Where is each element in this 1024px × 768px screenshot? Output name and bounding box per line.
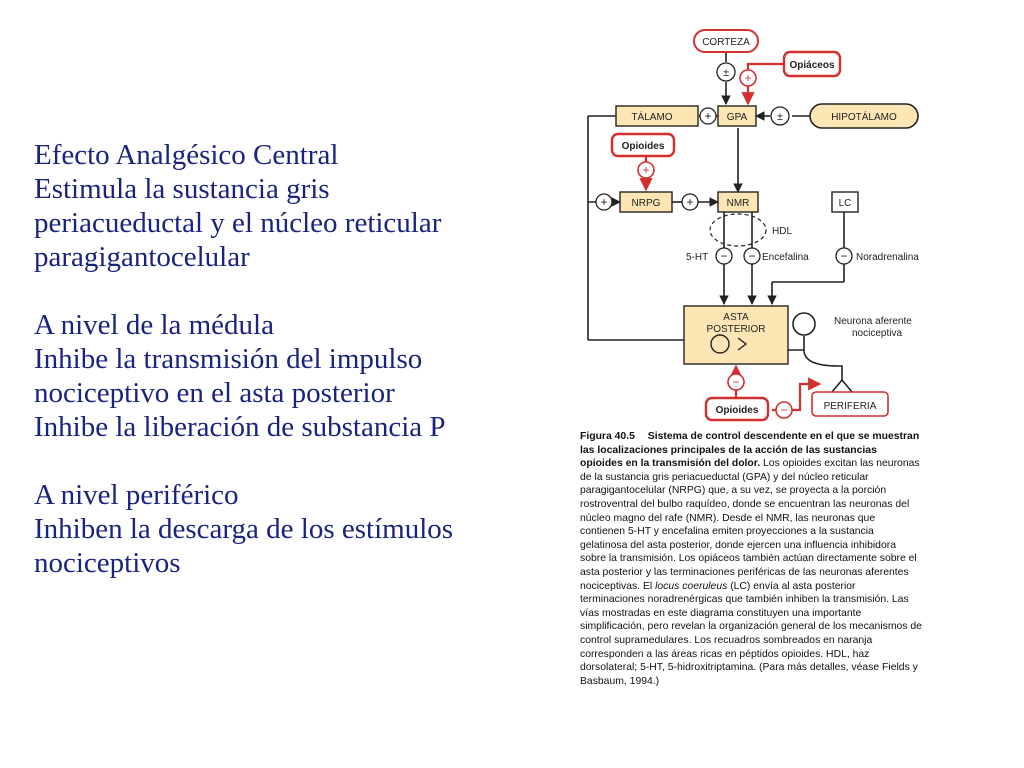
line-afferent-axon bbox=[803, 349, 843, 380]
red-opiaceos-to-gpa bbox=[741, 62, 784, 106]
hdl-ellipse bbox=[709, 213, 767, 247]
node-hipotalamo-label: HIPOTÁLAMO bbox=[831, 110, 897, 123]
node-periferia: PERIFERIA bbox=[811, 391, 889, 417]
sign-opioides-nrpg: + bbox=[637, 161, 655, 179]
sign-gpa-talamo-text: + bbox=[704, 109, 711, 123]
node-lc-label: LC bbox=[839, 198, 852, 209]
caption-text-2: (LC) envía al asta posterior terminacion… bbox=[580, 580, 922, 687]
periferico-line-2: nociceptivos bbox=[34, 547, 181, 579]
node-nmr-label: NMR bbox=[727, 198, 750, 209]
node-nrpg-label: NRPG bbox=[632, 198, 661, 209]
sign-opioides-periferia-text: − bbox=[780, 403, 787, 417]
node-corteza-label: CORTEZA bbox=[702, 37, 750, 48]
figure-caption: Figura 40.5 Sistema de control descenden… bbox=[580, 430, 922, 688]
afferent-label-1: Neurona aferente bbox=[834, 316, 912, 327]
sign-opiaceos-text: + bbox=[744, 71, 751, 85]
sign-corteza-gpa: ± bbox=[716, 62, 736, 82]
node-opiaceos: Opiáceos bbox=[782, 50, 842, 78]
spacer bbox=[34, 444, 554, 478]
sign-encefalina-text: − bbox=[748, 249, 755, 263]
node-corteza: CORTEZA bbox=[693, 29, 759, 53]
caption-italic: locus coeruleus bbox=[655, 580, 728, 592]
central-line-1: Estimula la sustancia gris bbox=[34, 173, 330, 205]
sign-left-nrpg: + bbox=[595, 193, 613, 211]
medula-heading: A nivel de la médula bbox=[34, 309, 274, 341]
periferico-line-1: Inhiben la descarga de los estímulos bbox=[34, 513, 454, 545]
sign-5ht: − bbox=[715, 247, 733, 265]
sign-noradrenalina-text: − bbox=[840, 249, 847, 263]
descending-control-diagram: HDL CORTEZA Opiáceos TÁLAMO GPA HIPOTÁLA… bbox=[587, 29, 919, 422]
sign-opiaceos: + bbox=[739, 69, 757, 87]
sign-noradrenalina: − bbox=[835, 247, 853, 265]
hdl-label: HDL bbox=[772, 226, 792, 237]
asta-synapse-chevron bbox=[737, 337, 748, 351]
sign-asta-opioides: − bbox=[727, 373, 745, 391]
sign-hipotalamo-gpa: ± bbox=[770, 106, 790, 126]
node-opioides-top-label: Opioides bbox=[622, 141, 665, 152]
central-line-3: paragigantocelular bbox=[34, 241, 250, 273]
line-periferia-ending bbox=[831, 378, 853, 393]
node-nrpg: NRPG bbox=[619, 191, 673, 213]
sign-opioides-periferia: − bbox=[775, 401, 793, 419]
sign-nrpg-nmr-text: + bbox=[686, 195, 693, 209]
sign-left-nrpg-text: + bbox=[600, 195, 607, 209]
node-opiaceos-label: Opiáceos bbox=[789, 60, 834, 71]
label-noradrenalina: Noradrenalina bbox=[856, 252, 919, 263]
label-encefalina: Encefalina bbox=[762, 252, 809, 263]
node-talamo: TÁLAMO bbox=[615, 105, 699, 127]
node-opioides-top: Opioides bbox=[610, 132, 676, 158]
sign-asta-opioides-text: − bbox=[732, 375, 739, 389]
caption-text-1: Los opioides excitan las neuronas de la … bbox=[580, 458, 920, 592]
afferent-label-2: nociceptiva bbox=[852, 328, 902, 339]
caption-bold-text: Sistema de control descendente en el que… bbox=[580, 431, 920, 470]
node-gpa: GPA bbox=[717, 105, 757, 127]
sign-encefalina: − bbox=[743, 247, 761, 265]
medula-line-1: Inhibe la transmisión del impulso bbox=[34, 343, 423, 375]
node-opioides-bottom: Opioides bbox=[704, 396, 770, 422]
sign-5ht-text: − bbox=[720, 249, 727, 263]
slide-title: Efecto Analgésico Central bbox=[34, 139, 339, 171]
caption-label: Figura 40.5 bbox=[580, 431, 635, 442]
asta-interneuron bbox=[710, 334, 730, 354]
slide-text-block: Efecto Analgésico Central Estimula la su… bbox=[34, 138, 554, 580]
node-hipotalamo: HIPOTÁLAMO bbox=[809, 103, 919, 129]
sign-nrpg-nmr: + bbox=[681, 193, 699, 211]
node-opioides-bottom-label: Opioides bbox=[716, 405, 759, 416]
node-talamo-label: TÁLAMO bbox=[631, 110, 672, 123]
sign-corteza-gpa-text: ± bbox=[723, 67, 729, 79]
sign-opioides-nrpg-text: + bbox=[642, 163, 649, 177]
node-lc: LC bbox=[831, 191, 859, 213]
node-periferia-label: PERIFERIA bbox=[824, 401, 877, 412]
periferico-heading: A nivel periférico bbox=[34, 479, 239, 511]
node-gpa-label: GPA bbox=[727, 112, 748, 123]
spacer bbox=[34, 274, 554, 308]
node-asta-posterior: ASTA POSTERIOR bbox=[683, 305, 789, 365]
medula-line-3: Inhibe la liberación de substancia P bbox=[34, 411, 446, 443]
label-5ht: 5-HT bbox=[686, 252, 708, 263]
node-nmr: NMR bbox=[717, 191, 759, 213]
afferent-neuron-soma bbox=[792, 312, 816, 336]
node-asta-label-1: ASTA bbox=[723, 312, 749, 323]
node-asta-label-2: POSTERIOR bbox=[707, 324, 766, 335]
sign-gpa-talamo: + bbox=[699, 107, 717, 125]
central-line-2: periacueductal y el núcleo reticular bbox=[34, 207, 442, 239]
sign-hipotalamo-gpa-text: ± bbox=[777, 111, 783, 123]
medula-line-2: nociceptivo en el asta posterior bbox=[34, 377, 395, 409]
